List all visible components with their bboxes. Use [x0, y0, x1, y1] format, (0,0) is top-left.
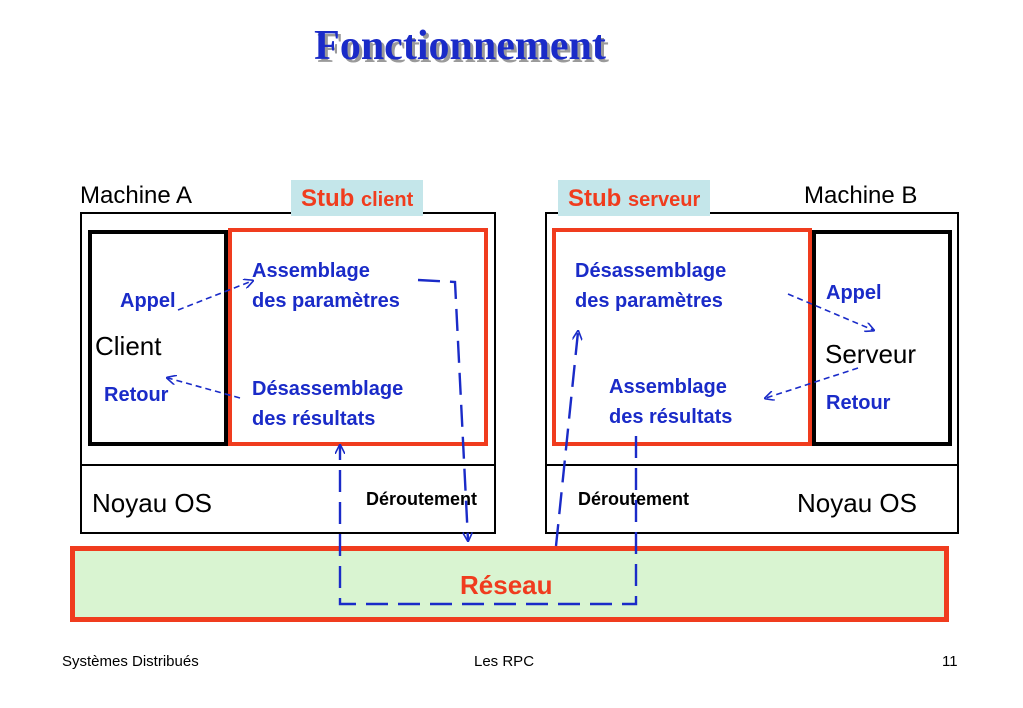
arrow-retour-serveur [766, 367, 859, 398]
stub-client-assemblage-line1: Assemblage [252, 260, 370, 282]
serveur-box [812, 230, 952, 446]
stub-serveur-desassemblage-line2: des paramètres [575, 290, 723, 312]
serveur-label: Serveur [825, 339, 917, 369]
footer-center: Les RPC [474, 653, 535, 670]
stub-client-sub: client [361, 189, 414, 211]
stub-client-label: Stub client [291, 180, 424, 216]
reseau-box [70, 546, 949, 622]
deroutement-left-label: Déroutement [366, 489, 478, 509]
stub-serveur-main: Stub [568, 185, 622, 212]
stub-client-desassemblage-line2: des résultats [252, 408, 376, 430]
client-retour-label: Retour [104, 384, 169, 406]
stub-client-desassemblage-line1: Désassemblage [252, 378, 404, 400]
path-network-to-server [554, 332, 578, 547]
footer-page-number: 11 [942, 653, 958, 670]
arrow-appel-client [177, 281, 252, 311]
stub-client-assemblage-line2: des paramètres [252, 290, 400, 312]
stub-serveur-label: Stub serveur [558, 180, 711, 216]
stub-serveur-assemblage-line1: Assemblage [609, 376, 727, 398]
footer-left: Systèmes Distribués [62, 653, 199, 670]
serveur-retour-label: Retour [826, 392, 891, 414]
machine-b-divider [545, 464, 959, 466]
deroutement-right-label: Déroutement [578, 489, 690, 509]
client-appel-label: Appel [120, 290, 176, 312]
stub-serveur-sub: serveur [628, 189, 701, 211]
path-client-to-network [417, 278, 468, 540]
client-box [88, 230, 228, 446]
machine-b-label: Machine B [800, 182, 922, 210]
noyau-os-a-label: Noyau OS [92, 488, 212, 518]
reseau-label: Réseau [460, 570, 553, 600]
stub-client-box [228, 228, 488, 446]
arrow-appel-serveur [787, 293, 873, 330]
machine-a-divider [80, 464, 496, 466]
serveur-appel-label: Appel [826, 282, 882, 304]
machine-a-label: Machine A [76, 182, 197, 210]
stub-serveur-assemblage-line2: des résultats [609, 406, 733, 428]
stub-serveur-desassemblage-line1: Désassemblage [575, 260, 727, 282]
stub-serveur-box [552, 228, 812, 446]
arrow-retour-client [168, 378, 241, 399]
client-label: Client [95, 331, 162, 361]
slide-title: Fonctionnement [314, 23, 606, 69]
path-return [340, 436, 638, 606]
noyau-os-b-label: Noyau OS [797, 488, 917, 518]
stub-client-main: Stub [301, 185, 355, 212]
